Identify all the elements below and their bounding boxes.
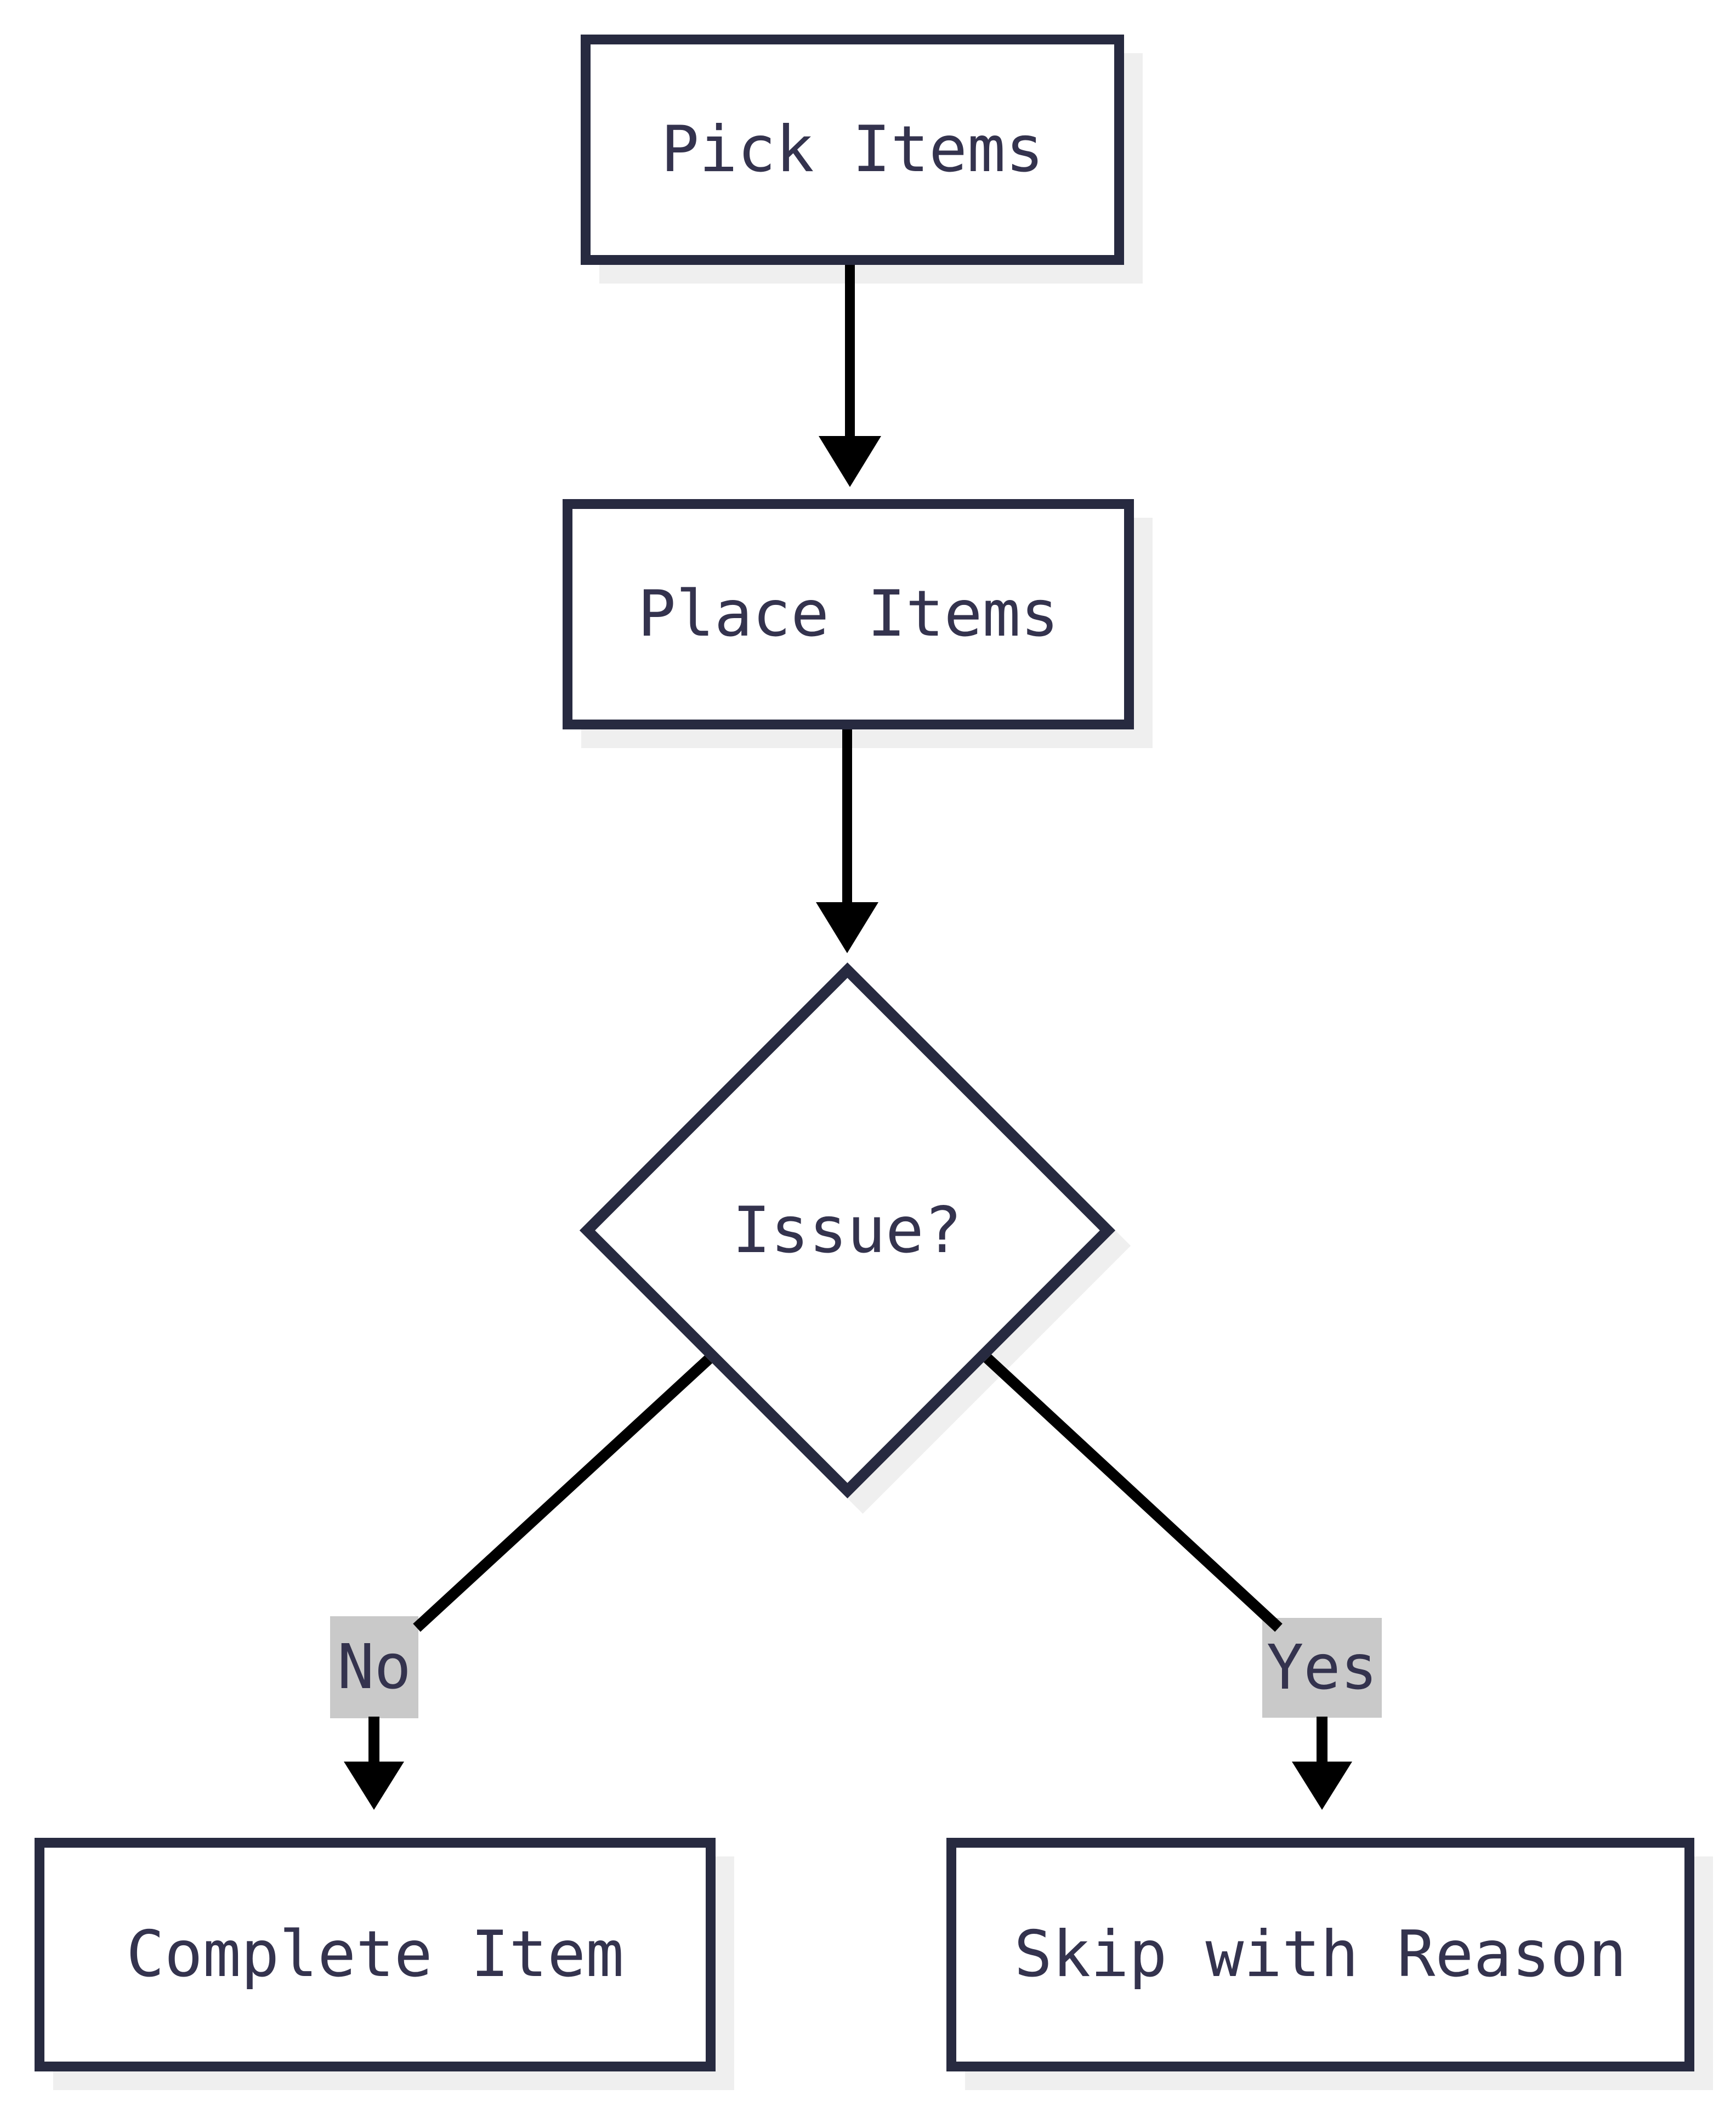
node-complete-item: Complete Item bbox=[35, 1838, 716, 2071]
edge-label-yes: Yes bbox=[1262, 1618, 1382, 1718]
node-skip-with-reason: Skip with Reason bbox=[946, 1838, 1694, 2071]
edge-label-no: No bbox=[330, 1616, 418, 1718]
node-complete-item-label: Complete Item bbox=[126, 1917, 624, 1991]
edge-issue-to-yes-line bbox=[975, 1346, 1283, 1632]
node-issue-decision-label: Issue? bbox=[732, 1193, 963, 1267]
node-pick-items: Pick Items bbox=[581, 35, 1124, 265]
arrowhead-place-to-issue bbox=[816, 902, 878, 953]
edge-issue-to-no-line bbox=[413, 1346, 722, 1632]
arrowhead-yes-to-skip bbox=[1292, 1762, 1352, 1810]
node-skip-with-reason-label: Skip with Reason bbox=[1014, 1917, 1627, 1991]
node-pick-items-label: Pick Items bbox=[661, 112, 1044, 186]
arrowhead-pick-to-place bbox=[819, 436, 881, 487]
arrowhead-no-to-complete bbox=[344, 1762, 404, 1810]
node-place-items: Place Items bbox=[563, 499, 1134, 729]
node-place-items-label: Place Items bbox=[637, 577, 1059, 651]
